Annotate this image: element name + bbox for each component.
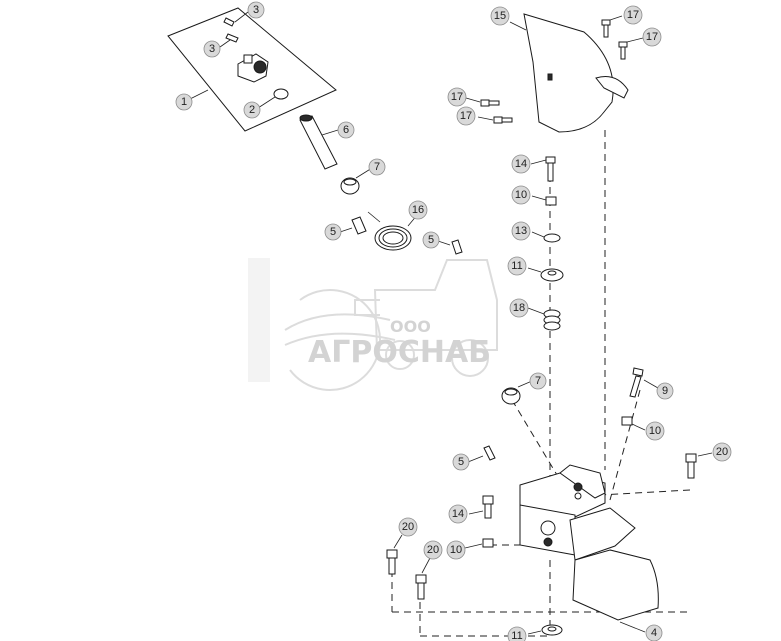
svg-text:13: 13 [515,225,527,237]
callout-14b: 14 [448,504,468,524]
bolt-9 [629,367,659,398]
callout-4: 4 [645,624,663,641]
callout-17c: 17 [447,87,467,107]
callout-20a: 20 [712,442,732,462]
svg-text:15: 15 [494,10,506,22]
callout-1: 1 [175,93,193,111]
pin-right [437,239,463,255]
watermark-company: АГРОСНАБ [308,335,491,370]
callout-14a: 14 [511,154,531,174]
svg-text:4: 4 [651,627,657,639]
watermark-bar [248,258,270,382]
bolt-upper [530,156,556,182]
callout-17b: 17 [642,27,662,47]
callout-10b: 10 [645,421,665,441]
callout-11b: 11 [507,626,527,641]
bolt-20-mid [415,557,431,600]
bolt-14-lower [468,495,494,519]
svg-text:20: 20 [716,446,728,458]
sensor-panel [167,7,337,132]
watermark-harvester-icon [354,259,498,377]
nut-10-mid [621,416,646,431]
svg-text:5: 5 [458,456,464,468]
svg-text:5: 5 [330,226,336,238]
callout-13: 13 [511,221,531,241]
pin-left [339,216,367,235]
callout-17a: 17 [623,5,643,25]
bushing-upper [340,167,373,195]
bolts-17 [465,15,644,124]
svg-text:18: 18 [513,302,525,314]
svg-text:7: 7 [374,161,380,173]
svg-text:11: 11 [511,260,522,272]
svg-text:17: 17 [646,31,658,43]
callout-17d: 17 [456,106,476,126]
svg-text:2: 2 [249,104,255,116]
callout-10c: 10 [446,540,466,560]
svg-text:17: 17 [627,9,639,21]
svg-text:10: 10 [515,189,527,201]
svg-text:11: 11 [511,630,522,641]
sensor-body [237,53,269,83]
callout-2: 2 [243,101,261,119]
shaft [299,114,339,170]
washer-upper [531,231,561,243]
svg-text:9: 9 [662,385,668,397]
mounting-bracket [519,464,659,633]
callout-5b: 5 [422,231,440,249]
callout-5c: 5 [452,453,470,471]
callout-7b: 7 [529,372,547,390]
callout-7a: 7 [368,158,386,176]
svg-text:17: 17 [451,91,463,103]
svg-text:17: 17 [460,110,472,122]
callout-20b: 20 [398,517,418,537]
callout-15: 15 [490,6,510,26]
svg-text:20: 20 [402,521,414,533]
svg-text:6: 6 [343,124,349,136]
svg-text:3: 3 [253,4,259,16]
washer-11-bottom [527,624,563,636]
svg-text:3: 3 [209,43,215,55]
svg-text:14: 14 [515,158,527,170]
callout-10a: 10 [511,185,531,205]
callout-3a: 3 [247,1,265,19]
callout-11a: 11 [507,256,527,276]
svg-text:10: 10 [649,425,661,437]
bolt-20-right [685,452,713,479]
bolt-20-left [386,534,403,575]
nut-10-lower [464,538,494,549]
callout-20c: 20 [423,540,443,560]
cover-plate [509,13,629,133]
svg-text:5: 5 [428,234,434,246]
callout-3b: 3 [203,40,221,58]
callout-6: 6 [337,121,355,139]
svg-text:1: 1 [181,96,187,108]
spring-18 [527,307,561,331]
watermark-prefix: ООО [390,317,431,336]
pin-5-lower [467,445,496,463]
bushing-lower [501,380,533,405]
svg-text:20: 20 [427,544,439,556]
svg-text:7: 7 [535,375,541,387]
callout-5a: 5 [324,223,342,241]
nut-upper [531,195,557,206]
assembly-lines [391,130,691,637]
watermark: ООО АГРОСНАБ [248,258,498,391]
callout-9: 9 [656,382,674,400]
svg-text:14: 14 [452,508,464,520]
torsion-spring [367,211,419,251]
svg-text:16: 16 [412,204,424,216]
callout-16: 16 [408,200,428,220]
svg-text:10: 10 [450,544,462,556]
washer-large [527,267,564,282]
callout-18: 18 [509,298,529,318]
